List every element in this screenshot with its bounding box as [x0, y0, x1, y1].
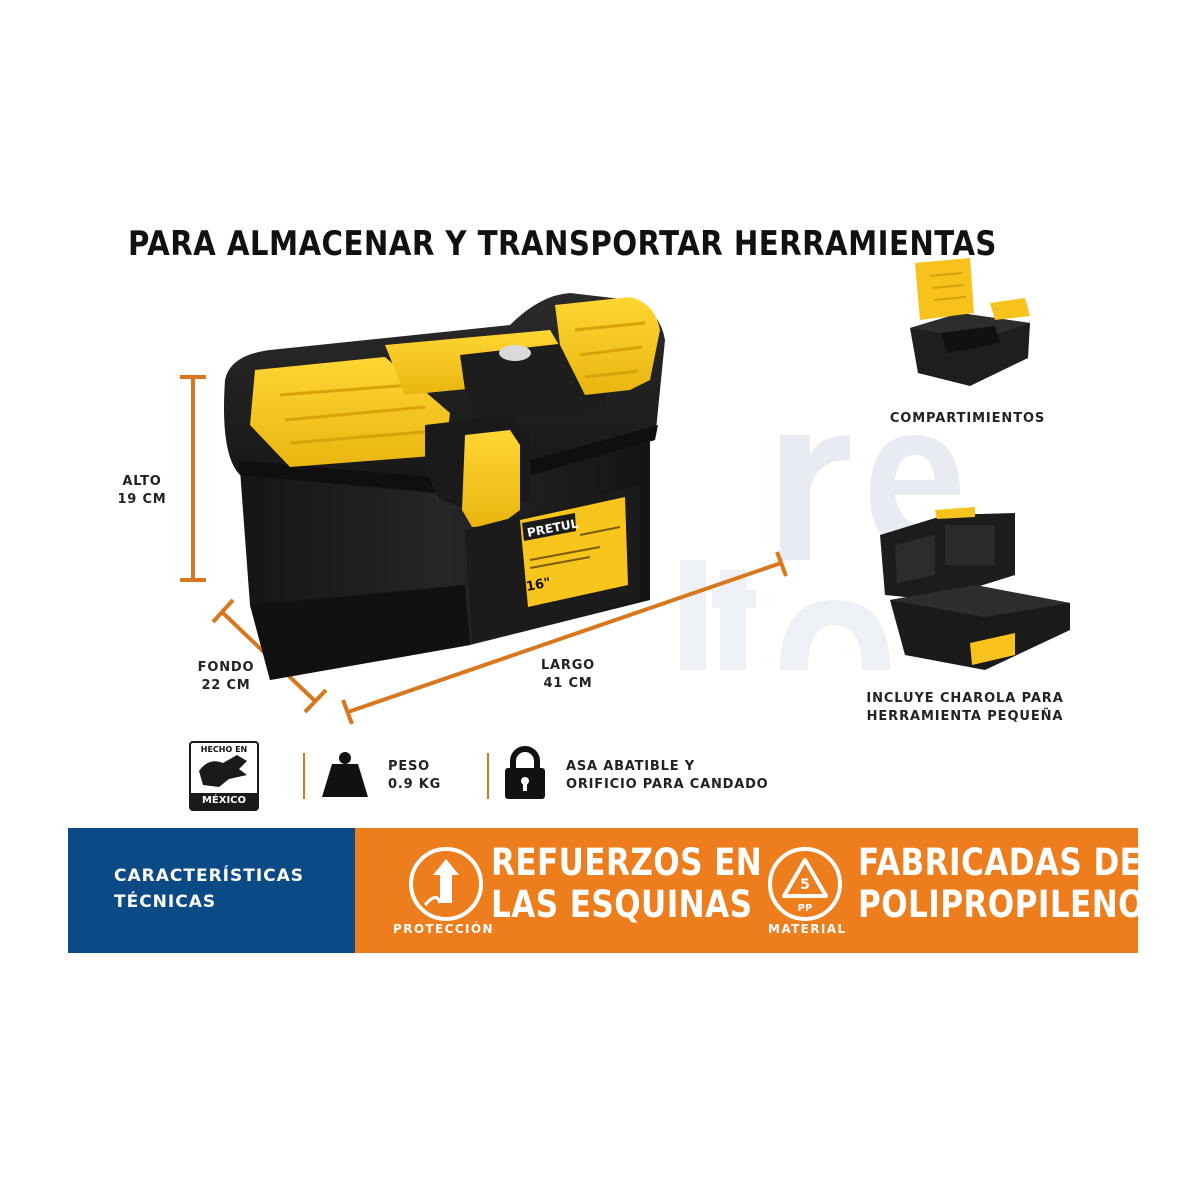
- watermark-lower: [620, 540, 920, 670]
- recycle-pp-icon: 5 PP: [768, 847, 842, 921]
- reinforcement-icon: [409, 847, 483, 921]
- lock-line1: ASA ABATIBLE Y: [566, 759, 695, 774]
- padlock-icon: [505, 746, 545, 799]
- height-label: ALTO: [122, 474, 162, 489]
- tray-image: [880, 507, 1070, 670]
- toolbox-image: PRETUL 16": [224, 293, 665, 680]
- compartments-image: [910, 258, 1030, 386]
- tray-caption: INCLUYE CHAROLA PARA HERRAMIENTA PEQUEÑA: [860, 690, 1070, 726]
- tray-caption-line1: INCLUYE CHAROLA PARA: [866, 691, 1064, 706]
- technical-banner-title-panel: CARACTERÍSTICAS TÉCNICAS: [68, 828, 355, 953]
- recycle-code: PP: [798, 903, 813, 914]
- length-dimension: LARGO 41 CM: [528, 657, 608, 693]
- open-compartment-lid: [915, 258, 974, 320]
- lock-text: ASA ABATIBLE Y ORIFICIO PARA CANDADO: [566, 758, 769, 794]
- height-dimension: ALTO 19 CM: [112, 473, 172, 509]
- length-line: [347, 561, 782, 714]
- compartments-caption: COMPARTIMIENTOS: [889, 411, 1046, 426]
- material-tag: MATERIAL: [768, 922, 847, 936]
- banner-title-line2: TÉCNICAS: [114, 892, 217, 912]
- yellow-latch: [462, 430, 520, 527]
- feature1-line2: LAS ESQUINAS: [491, 883, 753, 926]
- height-value: 19 CM: [117, 492, 167, 507]
- weight-value: 0.9 KG: [388, 777, 442, 792]
- weight-text: PESO 0.9 KG: [388, 758, 441, 794]
- technical-features-panel: PROTECCIÓN REFUERZOS EN LAS ESQUINAS 5 P…: [355, 828, 1145, 953]
- feature1-text: REFUERZOS EN LAS ESQUINAS: [491, 842, 762, 926]
- label-size: 16": [525, 575, 552, 594]
- watermark-shape: [780, 435, 960, 560]
- feature-separator: [303, 753, 305, 799]
- banner-title-line1: CARACTERÍSTICAS: [114, 866, 305, 886]
- protection-tag: PROTECCIÓN: [393, 922, 494, 936]
- depth-value: 22 CM: [201, 678, 251, 693]
- weight-label: PESO: [388, 759, 431, 774]
- mexico-eagle-icon: [189, 741, 259, 811]
- recycle-number: 5: [800, 877, 810, 893]
- length-label: LARGO: [540, 658, 596, 673]
- watermark: [760, 395, 960, 565]
- made-in-bottom: MÉXICO: [201, 795, 247, 806]
- feature2-line2: POLIPROPILENO: [858, 883, 1145, 926]
- feature1-line1: REFUERZOS EN: [491, 841, 763, 884]
- length-value: 41 CM: [543, 676, 593, 691]
- feature2-text: FABRICADAS DE POLIPROPILENO: [858, 842, 1145, 926]
- depth-dimension: FONDO 22 CM: [188, 659, 264, 695]
- depth-label: FONDO: [197, 660, 255, 675]
- weight-icon: [322, 752, 368, 797]
- feature-separator: [487, 753, 489, 799]
- feature2-line1: FABRICADAS DE: [858, 841, 1142, 884]
- lock-line2: ORIFICIO PARA CANDADO: [566, 777, 769, 792]
- made-in-top: HECHO EN: [200, 745, 248, 754]
- technical-banner-title: CARACTERÍSTICAS TÉCNICAS: [114, 863, 304, 915]
- tray-caption-line2: HERRAMIENTA PEQUEÑA: [866, 709, 1064, 724]
- made-in-mexico-badge: HECHO EN MÉXICO: [189, 741, 259, 811]
